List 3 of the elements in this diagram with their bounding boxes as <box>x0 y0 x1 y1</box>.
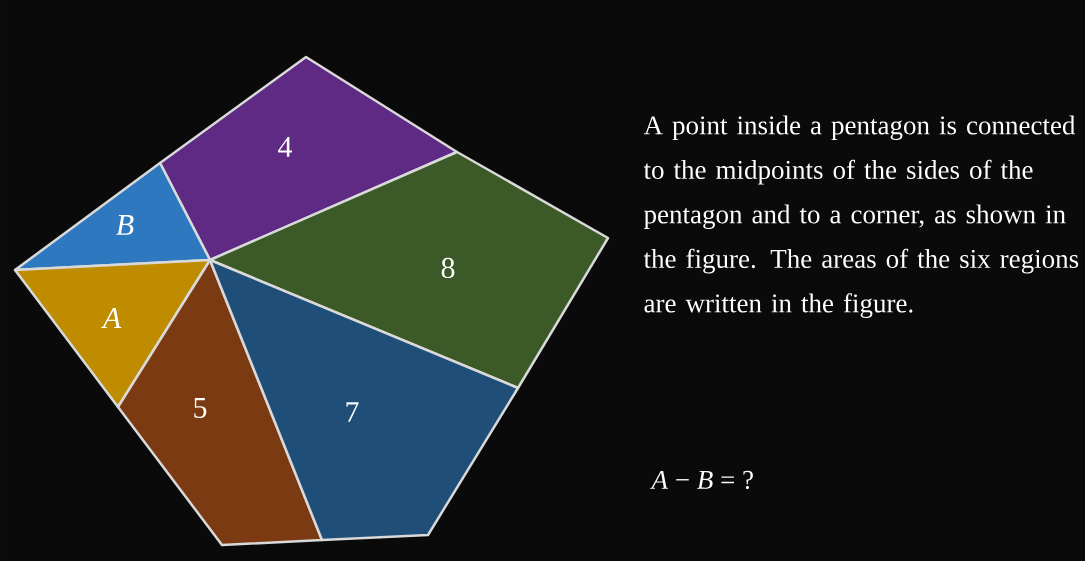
region: B <box>13 161 212 272</box>
problem-text: A point inside a pentagon is connected to the midpoints of the sides of the pentagon and to a corner, as shown in the figure. The areas of the six regions are written in the figure. <box>643 115 1079 319</box>
equation: A − B = ? <box>650 470 753 490</box>
